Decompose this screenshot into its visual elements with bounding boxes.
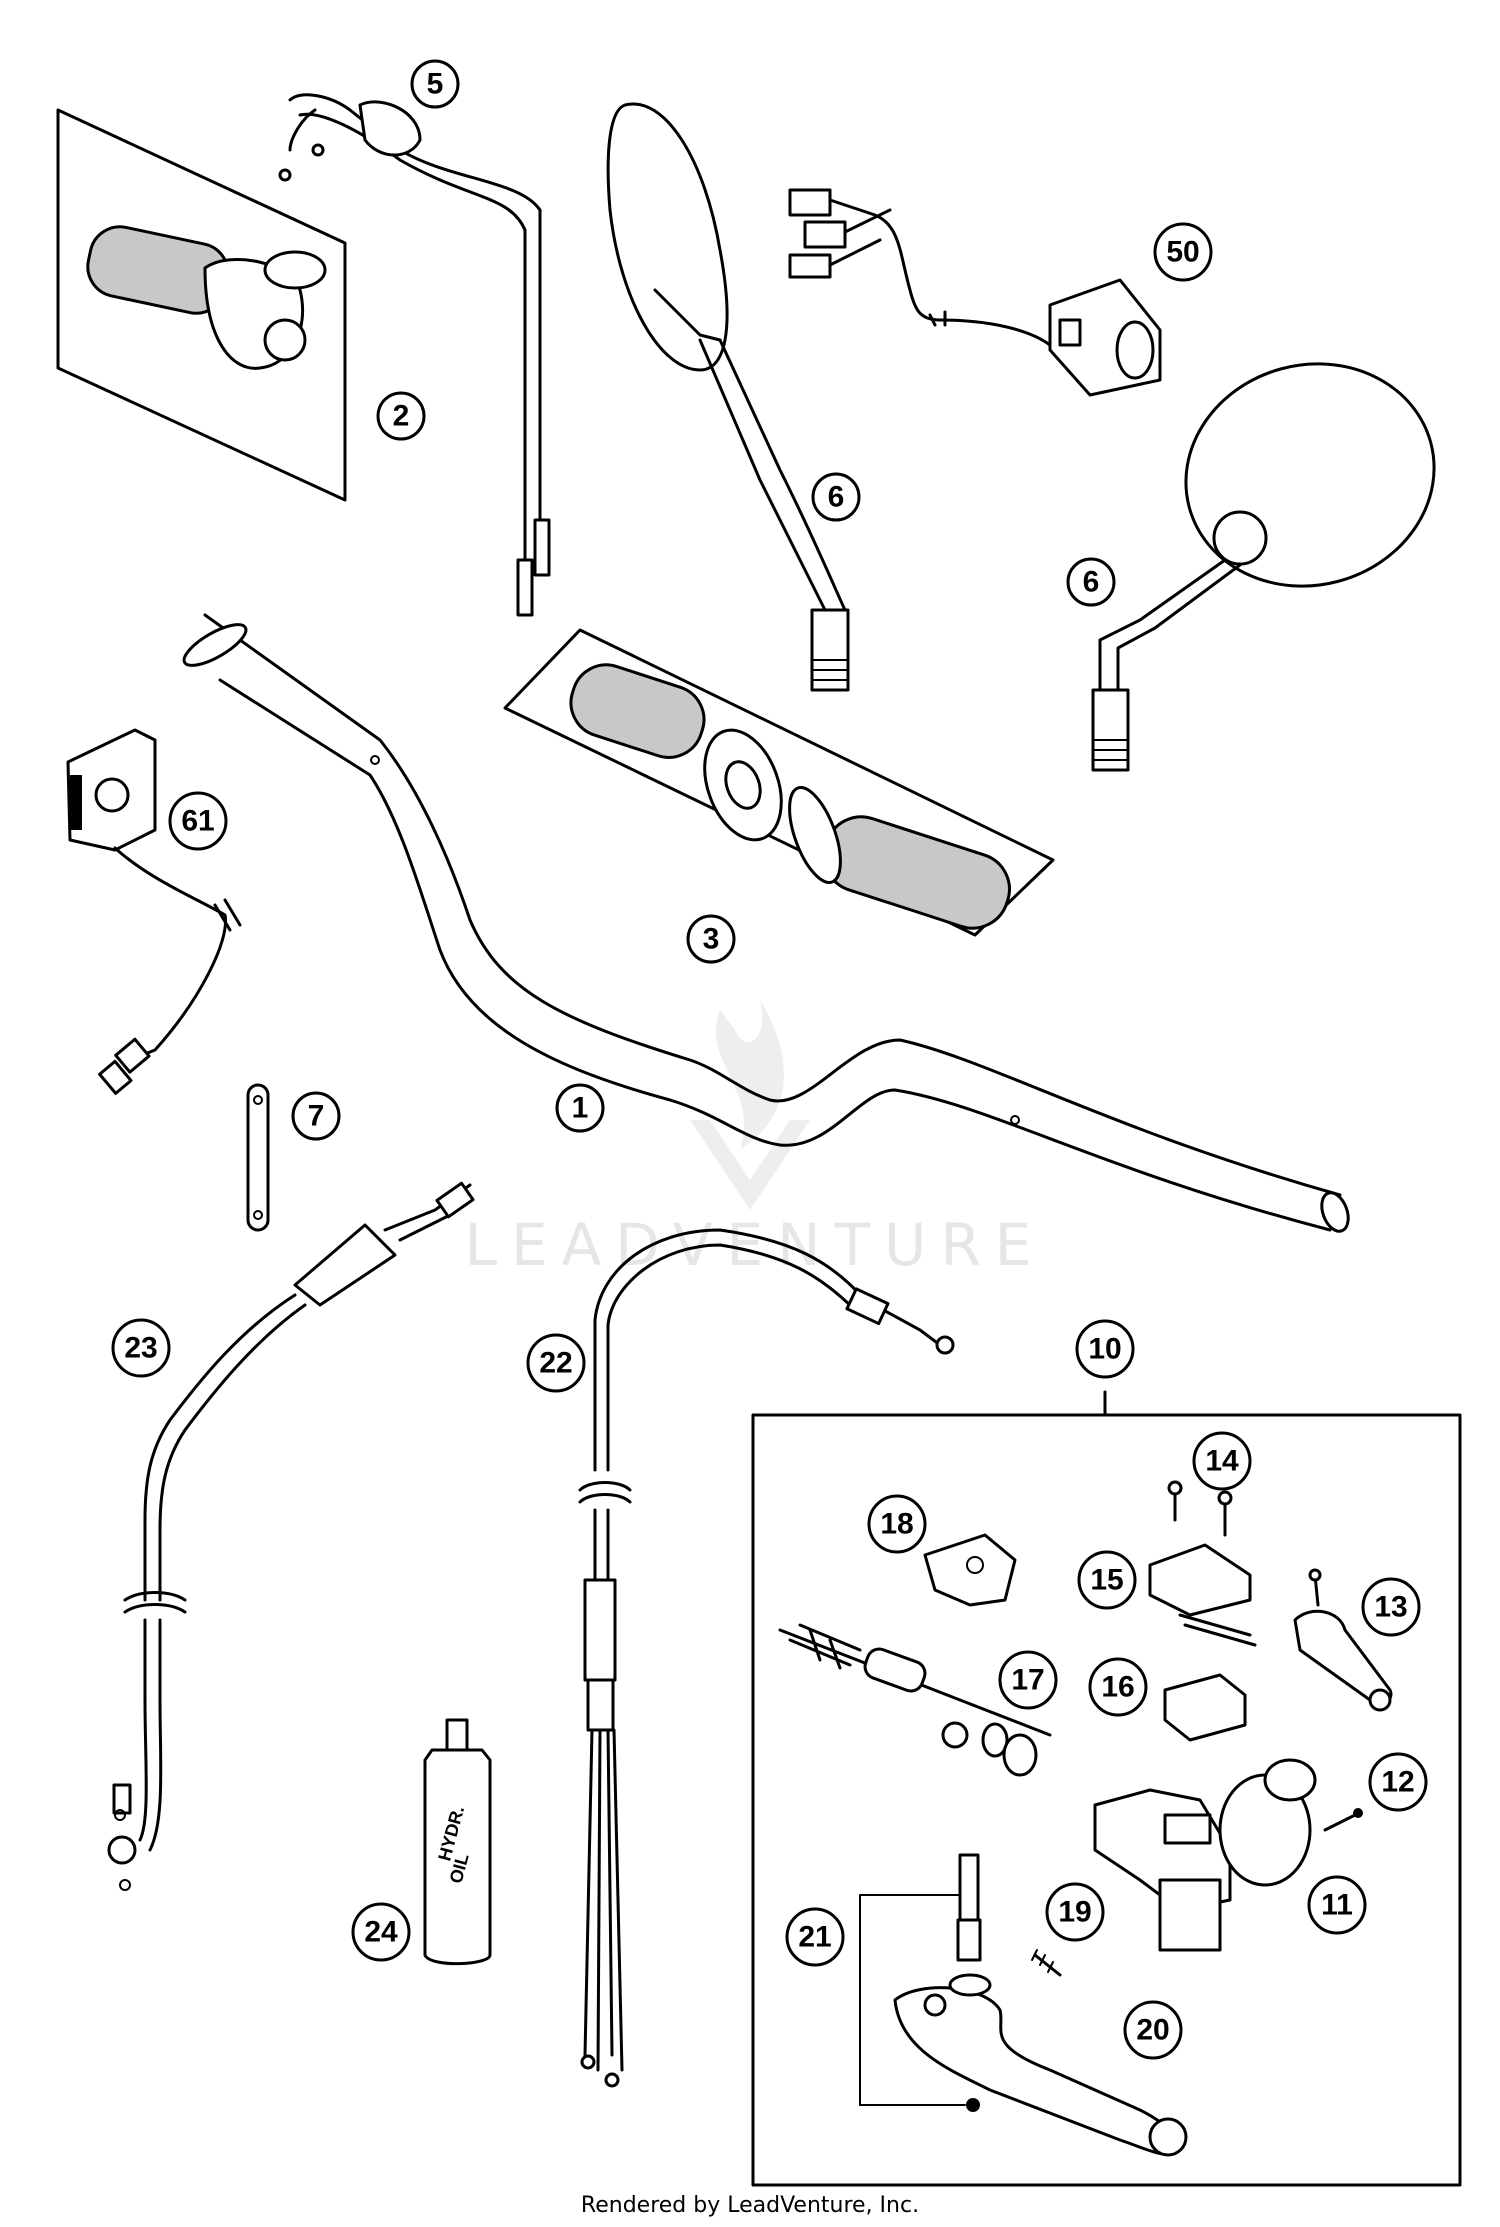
svg-text:11: 11	[1321, 1889, 1353, 1922]
part-17-piston-set	[778, 1623, 1052, 1777]
part-3-grips	[503, 628, 1055, 937]
svg-text:61: 61	[181, 805, 214, 838]
part-21-pivot-pin	[859, 1853, 982, 2112]
callout-6-left: 6	[811, 472, 861, 522]
callout-15: 15	[1077, 1550, 1137, 1610]
callout-17: 17	[998, 1650, 1058, 1710]
callout-3: 3	[686, 914, 736, 964]
callout-11: 11	[1307, 1875, 1367, 1935]
callout-12: 12	[1368, 1752, 1428, 1812]
svg-text:5: 5	[427, 68, 444, 101]
render-credit: Rendered by LeadVenture, Inc.	[581, 2193, 919, 2218]
svg-text:7: 7	[308, 1100, 325, 1133]
svg-text:20: 20	[1136, 2014, 1169, 2047]
part-19-spring	[1033, 1953, 1062, 1977]
part-5-throttle-cables	[278, 93, 551, 617]
part-20-brake-lever	[893, 1973, 1188, 2157]
part-14-screws	[1173, 1488, 1227, 1537]
svg-text:16: 16	[1101, 1671, 1134, 1704]
part-16-bracket	[1163, 1673, 1247, 1742]
svg-text:10: 10	[1088, 1333, 1121, 1366]
callout-50: 50	[1153, 222, 1213, 282]
callout-10: 10	[1075, 1319, 1135, 1379]
part-15-cover	[1148, 1543, 1252, 1617]
svg-text:6: 6	[1083, 566, 1100, 599]
svg-text:19: 19	[1058, 1896, 1091, 1929]
svg-text:3: 3	[703, 923, 720, 956]
svg-text:1: 1	[572, 1092, 589, 1125]
svg-text:22: 22	[539, 1347, 572, 1380]
callout-2: 2	[376, 391, 426, 441]
part-1-handlebar	[182, 613, 1350, 1233]
callout-18: 18	[867, 1494, 927, 1554]
svg-text:21: 21	[798, 1921, 831, 1954]
callout-20: 20	[1123, 2000, 1183, 2060]
watermark-text: LEADVENTURE	[465, 1211, 1046, 1279]
callout-13: 13	[1361, 1577, 1421, 1637]
callout-23: 23	[111, 1318, 171, 1378]
callout-61: 61	[168, 791, 228, 851]
svg-text:18: 18	[880, 1508, 913, 1541]
part-11-master-cylinder-body	[1093, 1758, 1317, 1952]
part-12-screw	[1323, 1813, 1357, 1832]
callout-19: 19	[1045, 1882, 1105, 1942]
svg-text:2: 2	[393, 400, 410, 433]
part-24-hydraulic-oil: HYDR. OIL	[423, 1718, 492, 1966]
part-2-throttle-grip	[56, 108, 347, 502]
svg-text:23: 23	[124, 1332, 157, 1365]
svg-text:6: 6	[828, 481, 845, 514]
part-61-kill-switch	[66, 728, 242, 1095]
callout-7: 7	[291, 1091, 341, 1141]
part-23-clutch-hose	[107, 1181, 475, 1891]
svg-text:50: 50	[1166, 236, 1199, 269]
svg-text:14: 14	[1205, 1445, 1239, 1478]
svg-text:13: 13	[1374, 1591, 1407, 1624]
part-6-mirror-right	[1091, 362, 1436, 772]
callout-21: 21	[785, 1907, 845, 1967]
svg-text:24: 24	[364, 1916, 398, 1949]
svg-text:12: 12	[1381, 1766, 1414, 1799]
part-6-mirror-left	[606, 102, 850, 692]
svg-text:17: 17	[1011, 1664, 1044, 1697]
callout-22: 22	[526, 1333, 586, 1393]
callout-24: 24	[351, 1902, 411, 1962]
callout-6-right: 6	[1066, 557, 1116, 607]
part-7-strap	[246, 1083, 270, 1232]
part-22-clutch-cable	[578, 1228, 955, 2088]
part-50-switch	[788, 188, 1162, 397]
callout-14: 14	[1192, 1431, 1252, 1491]
part-10-master-cylinder-assembly	[751, 1390, 1462, 2187]
callout-5: 5	[410, 59, 460, 109]
watermark: LEADVENTURE	[465, 1000, 1046, 1279]
svg-text:15: 15	[1090, 1564, 1123, 1597]
callout-16: 16	[1088, 1657, 1148, 1717]
callout-1: 1	[555, 1083, 605, 1133]
